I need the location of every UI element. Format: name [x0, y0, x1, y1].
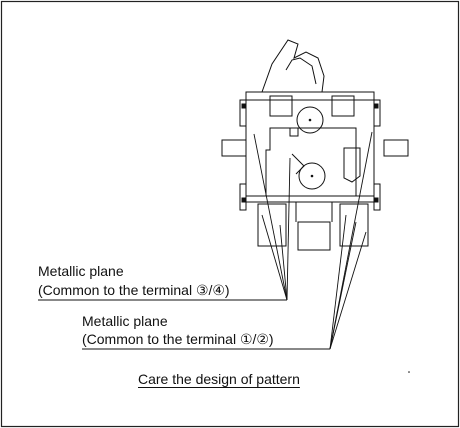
metallic-plane-34-title: Metallic plane	[38, 263, 124, 279]
cavity-step	[289, 128, 299, 137]
component-outline	[221, 39, 409, 251]
top-pad-right	[331, 95, 355, 117]
main-body	[245, 91, 375, 203]
top-pad-left	[269, 95, 293, 117]
leader-lines	[38, 131, 373, 350]
left-terminal-lower	[239, 183, 247, 211]
lower-circle	[298, 162, 326, 190]
center-stem	[297, 221, 331, 251]
upper-circle	[296, 106, 324, 134]
right-terminal-upper-dot	[374, 103, 379, 109]
cavity-v-notch	[291, 153, 305, 175]
inner-cavity	[265, 127, 357, 197]
lower-circle-center	[310, 174, 314, 178]
upper-circle-center	[308, 118, 312, 122]
left-terminal-upper-dot	[241, 103, 246, 109]
bottom-pad-right	[339, 203, 369, 247]
right-slot	[343, 147, 361, 183]
left-terminal-upper	[239, 99, 247, 127]
metallic-plane-12-note: (Common to the terminal ①/②)	[82, 331, 274, 347]
pattern-caption: Care the design of pattern	[138, 371, 300, 387]
right-terminal-lower-dot	[374, 197, 379, 203]
left-terminal-lower-dot	[241, 197, 246, 203]
speck	[408, 371, 410, 373]
metallic-plane-12-title: Metallic plane	[82, 313, 168, 329]
right-terminal-lower	[373, 183, 381, 211]
lever	[261, 39, 325, 93]
bottom-pad-left	[257, 203, 287, 247]
right-tab	[383, 139, 409, 157]
metallic-plane-34-note: (Common to the terminal ③/④)	[38, 282, 230, 298]
right-terminal-upper	[373, 99, 381, 127]
left-tab	[221, 139, 247, 157]
lever-inner	[285, 57, 317, 85]
